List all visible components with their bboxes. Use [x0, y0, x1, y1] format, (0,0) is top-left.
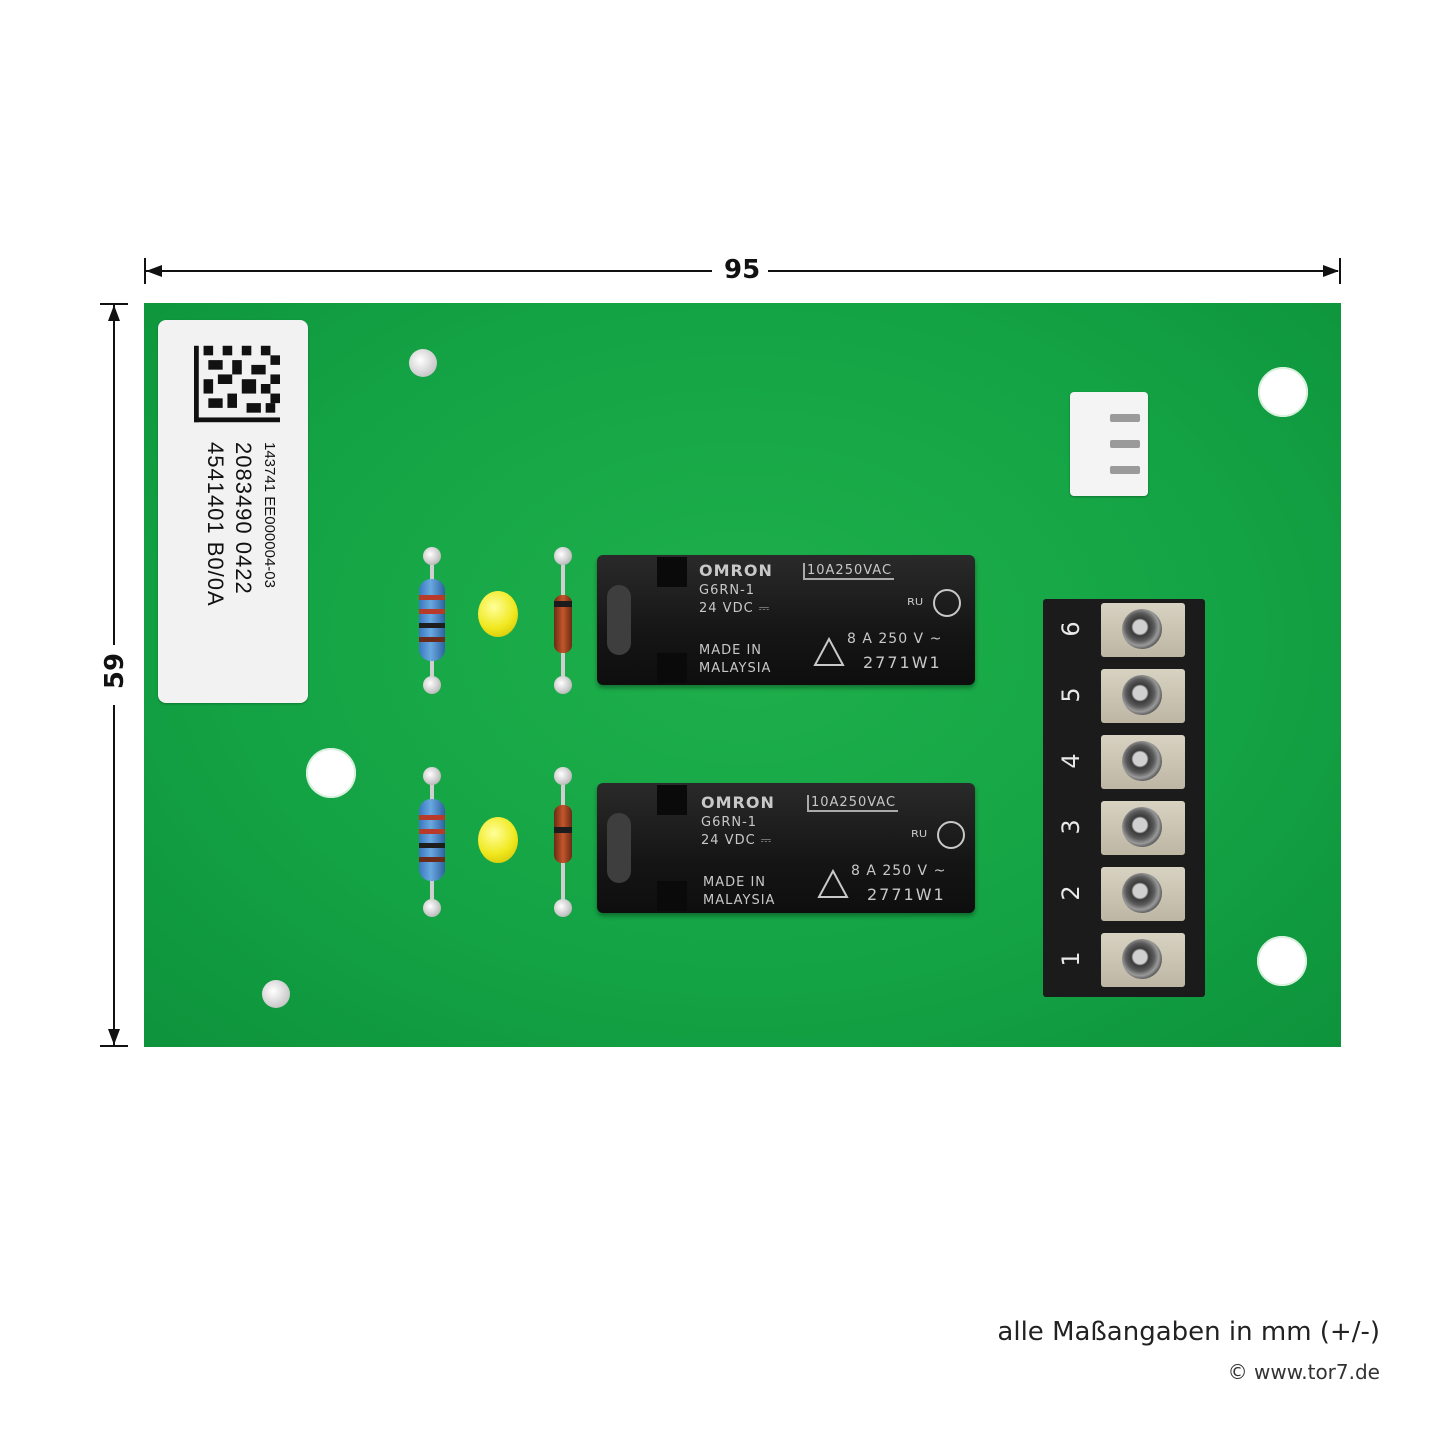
screw-icon [1122, 675, 1162, 715]
terminal-slot-3 [1101, 801, 1185, 855]
datamatrix-code [194, 345, 280, 423]
terminal-number: 4 [1057, 753, 1085, 769]
relay-code: 2771W1 [863, 653, 942, 672]
solder-pad [423, 899, 441, 917]
terminal-number: 6 [1057, 621, 1085, 637]
height-dimension-line-bottom [113, 705, 115, 1045]
resistor-bottom [419, 799, 445, 881]
solder-pad [423, 676, 441, 694]
diode-top [554, 595, 572, 653]
relay-notch [657, 653, 687, 683]
led-bottom [478, 817, 518, 863]
measurement-note: alle Maßangaben in mm (+/-) [997, 1317, 1380, 1347]
terminal-number: 5 [1057, 687, 1085, 703]
ur-mark-icon: ᴿᵁ [911, 821, 965, 849]
terminal-block: 6 5 4 3 2 1 [1043, 599, 1205, 997]
screw-icon [1122, 807, 1162, 847]
relay-made-in: MADE IN [703, 875, 767, 890]
solder-pad [554, 767, 572, 785]
copyright-text: © www.tor7.de [1227, 1360, 1380, 1384]
width-dimension-tick-right [1339, 258, 1341, 284]
relay-bottom: OMRON G6RN-1 24 VDC ⎓ 10A250VAC 8 A 250 … [597, 783, 975, 913]
terminal-number: 1 [1057, 951, 1085, 967]
svg-text:ᴿᵁ: ᴿᵁ [907, 595, 923, 616]
solder-pad [554, 676, 572, 694]
label-sticker: 143741 EE000004-03 2083490 0422 4541401 … [158, 320, 308, 703]
vde-triangle-icon [813, 637, 845, 666]
relay-rating-top: 10A250VAC [803, 563, 895, 580]
via-bottom [262, 980, 290, 1008]
sticker-line-2: 2083490 0422 [231, 442, 256, 595]
relay-window [607, 813, 631, 883]
terminal-number: 2 [1057, 885, 1085, 901]
relay-model: G6RN-1 [701, 815, 758, 830]
height-dimension-tick-bottom [100, 1045, 128, 1047]
diode-bottom [554, 805, 572, 863]
relay-voltage: 24 VDC ⎓ [699, 601, 771, 616]
resistor-top [419, 579, 445, 661]
relay-notch [657, 785, 687, 815]
connector-pin [1110, 414, 1140, 422]
via-top [409, 349, 437, 377]
terminal-slot-5 [1101, 669, 1185, 723]
relay-notch [657, 557, 687, 587]
solder-pad [423, 767, 441, 785]
vde-triangle-icon [817, 869, 849, 898]
width-dimension-line-right [768, 270, 1338, 272]
screw-icon [1122, 609, 1162, 649]
pcb-board: 143741 EE000004-03 2083490 0422 4541401 … [144, 303, 1341, 1047]
relay-rating-bottom: 8 A 250 V ~ [851, 863, 947, 879]
terminal-slot-6 [1101, 603, 1185, 657]
relay-made-country: MALAYSIA [703, 893, 776, 908]
solder-pad [554, 899, 572, 917]
width-dimension-tick-left [144, 258, 146, 284]
relay-notch [657, 881, 687, 911]
connector-pin [1110, 440, 1140, 448]
height-dimension-tick-top [100, 303, 128, 305]
mounting-hole-top-right [1258, 367, 1308, 417]
width-dimension-label: 95 [724, 255, 761, 285]
solder-pad [423, 547, 441, 565]
relay-rating-bottom: 8 A 250 V ~ [847, 631, 943, 647]
relay-brand: OMRON [701, 793, 775, 812]
relay-made-country: MALAYSIA [699, 661, 772, 676]
relay-model: G6RN-1 [699, 583, 756, 598]
led-top [478, 591, 518, 637]
height-dimension-label: 59 [100, 652, 131, 690]
wire-connector [1070, 392, 1148, 496]
relay-voltage: 24 VDC ⎓ [701, 833, 773, 848]
relay-brand: OMRON [699, 561, 773, 580]
screw-icon [1122, 873, 1162, 913]
solder-pad [554, 547, 572, 565]
mounting-hole-bottom-right [1257, 936, 1307, 986]
relay-code: 2771W1 [867, 885, 946, 904]
ur-mark-icon: ᴿᵁ [907, 589, 961, 617]
width-dimension-line-left [146, 270, 712, 272]
height-arrow-heads [108, 305, 120, 1045]
relay-window [607, 585, 631, 655]
width-arrow-heads [146, 265, 1339, 277]
svg-text:ᴿᵁ: ᴿᵁ [911, 827, 927, 848]
screw-icon [1122, 741, 1162, 781]
sticker-line-3: 4541401 B0/0A [203, 442, 228, 607]
terminal-slot-4 [1101, 735, 1185, 789]
sticker-line-1: 143741 EE000004-03 [261, 442, 278, 588]
relay-rating-top: 10A250VAC [807, 795, 899, 812]
connector-pin [1110, 466, 1140, 474]
height-dimension-line-top [113, 305, 115, 645]
terminal-slot-1 [1101, 933, 1185, 987]
screw-icon [1122, 939, 1162, 979]
relay-top: OMRON G6RN-1 24 VDC ⎓ 10A250VAC 8 A 250 … [597, 555, 975, 685]
terminal-slot-2 [1101, 867, 1185, 921]
relay-made-in: MADE IN [699, 643, 763, 658]
terminal-number: 3 [1057, 819, 1085, 835]
mounting-hole-left [306, 748, 356, 798]
